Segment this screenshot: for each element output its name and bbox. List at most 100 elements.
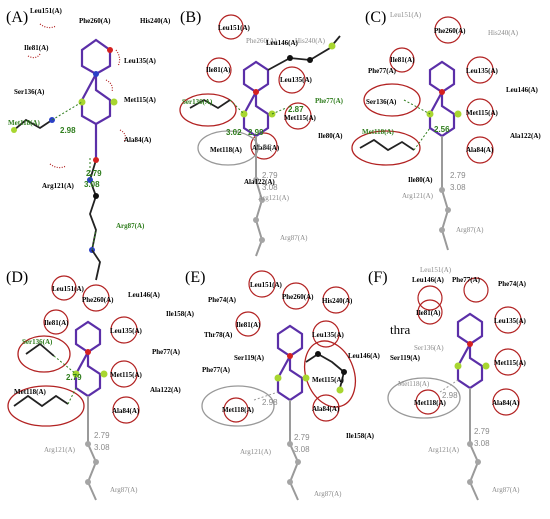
residue-label: Ala84(A) [466, 146, 494, 154]
residue-circle [223, 397, 249, 423]
ligand-ring [276, 355, 304, 402]
oxygen-atom [439, 89, 445, 95]
residue-label: Ile81(A) [390, 56, 415, 64]
residue-label: Ser119(A) [234, 354, 265, 362]
grey-atom [93, 459, 99, 465]
carbon-atom [307, 57, 313, 63]
carbon-atom [315, 351, 321, 357]
ligand-ring [242, 60, 270, 94]
residue-label: Ala84(A) [492, 399, 520, 407]
residue-label: Phe77(A) [202, 366, 231, 374]
residue-label: Leu146(A) [412, 276, 445, 284]
residue-label: Arg121(A) [258, 194, 290, 202]
residue-label: Met115(A) [312, 376, 345, 384]
panel-label-c: (C) [365, 9, 386, 26]
panel-label-b: (B) [180, 9, 201, 26]
residue-label: Ser136(A) [14, 88, 45, 96]
residue-label: Arg121(A) [42, 182, 75, 190]
residue-label: Met115(A) [284, 114, 317, 122]
grey-atom [259, 197, 265, 203]
residue-label: Ala122(A) [244, 178, 275, 186]
distance-label: 2.79 [94, 431, 110, 440]
residue-circle [248, 270, 276, 298]
residue-label: Arg121(A) [240, 448, 272, 456]
interaction-ellipse [363, 83, 421, 117]
panel-f: (F) Leu151(A) Leu146(A) Phe77(A) Phe74(A… [368, 266, 527, 501]
residue-label: Leu151(A) [250, 281, 283, 289]
residue-circle [466, 56, 494, 84]
residue-label: Phe74(A) [208, 296, 237, 304]
residue-label: Ile158(A) [346, 432, 375, 440]
residue-label: His240(A) [322, 297, 353, 305]
oxygen-atom [85, 349, 91, 355]
residue-label: Ile158(A) [166, 310, 195, 318]
distance-label: 2.98 [256, 143, 272, 152]
residue-label: Leu135(A) [110, 327, 143, 335]
residue-label: Phe77(A) [368, 67, 397, 75]
residue-label: Phe260(A) [282, 293, 314, 301]
sulfur-atom [11, 127, 17, 133]
oxygen-atom [253, 89, 259, 95]
residue-label: Met118(A) [414, 399, 447, 407]
hbond-line [413, 127, 431, 151]
residue-circle [218, 14, 244, 40]
residue-label: Leu135(A) [494, 317, 527, 325]
residue-circle [494, 306, 522, 334]
panel-label-d: (D) [6, 269, 28, 286]
residue-label: Ile81(A) [24, 44, 49, 52]
residue-circle [235, 311, 261, 337]
residue-label: Ala84(A) [112, 407, 140, 415]
residue-circle [417, 299, 443, 325]
residue-label: Phe77(A) [315, 97, 344, 105]
ligand-ring [428, 60, 456, 94]
grey-atom [439, 227, 445, 233]
distance-label: 2.79 [294, 433, 310, 442]
residue-label: Leu135(A) [124, 57, 157, 65]
residue-chain [13, 118, 53, 131]
residue-circle [110, 316, 138, 344]
residue-label: Leu135(A) [466, 67, 499, 75]
carbon-atom [341, 369, 347, 375]
residue-label: Leu135(A) [280, 76, 313, 84]
oxygen-atom [93, 157, 99, 163]
carbon-atom [287, 55, 293, 61]
panel-b: (B) Leu151(A) Phe260(A) Leu146(A) His240… [179, 9, 344, 257]
distance-label: 2.99 [248, 128, 264, 137]
residue-circle [322, 286, 350, 314]
residue-label: Met118(A) [8, 119, 41, 127]
residue-label: Ile80(A) [408, 176, 433, 184]
hbond-line [403, 99, 431, 115]
hydrophobic-contact [39, 23, 57, 29]
interaction-ellipse [179, 93, 237, 127]
grey-atom [253, 177, 259, 183]
residue-label: Thr78(A) [204, 331, 233, 339]
residue-label: Leu151(A) [30, 7, 63, 15]
distance-label: 2.98 [262, 398, 278, 407]
residue-circle [284, 102, 312, 130]
residue-label: Leu135(A) [312, 331, 345, 339]
residue-label: Phe77(A) [452, 276, 481, 284]
residue-circle [110, 360, 138, 388]
panel-label-f: (F) [368, 269, 388, 286]
panel-a: (A) Leu151(A) Phe260(A) His240(A) [6, 7, 171, 281]
distance-label: 3.08 [94, 443, 110, 452]
oxygen-atom [107, 47, 113, 53]
hydrophobic-contact [119, 129, 126, 143]
residue-chain [13, 394, 69, 408]
hbond-line [229, 99, 245, 115]
fluorine-atom [454, 110, 462, 118]
hbond-line [271, 107, 287, 115]
distance-label: 3.08 [450, 183, 466, 192]
distance-label: 2.79 [86, 169, 102, 178]
ligand-ring [456, 312, 484, 346]
residue-label: Ala122(A) [510, 132, 541, 140]
interaction-ellipse [351, 130, 421, 166]
residue-label: Met115(A) [110, 371, 143, 379]
residue-label: Met118(A) [210, 146, 243, 154]
residue-label: Phe260(A) [82, 296, 114, 304]
fluorine-atom [482, 362, 490, 370]
oxygen-atom [467, 341, 473, 347]
distance-label: 2.79 [66, 373, 82, 382]
residue-label: Ser119(A) [390, 354, 421, 362]
